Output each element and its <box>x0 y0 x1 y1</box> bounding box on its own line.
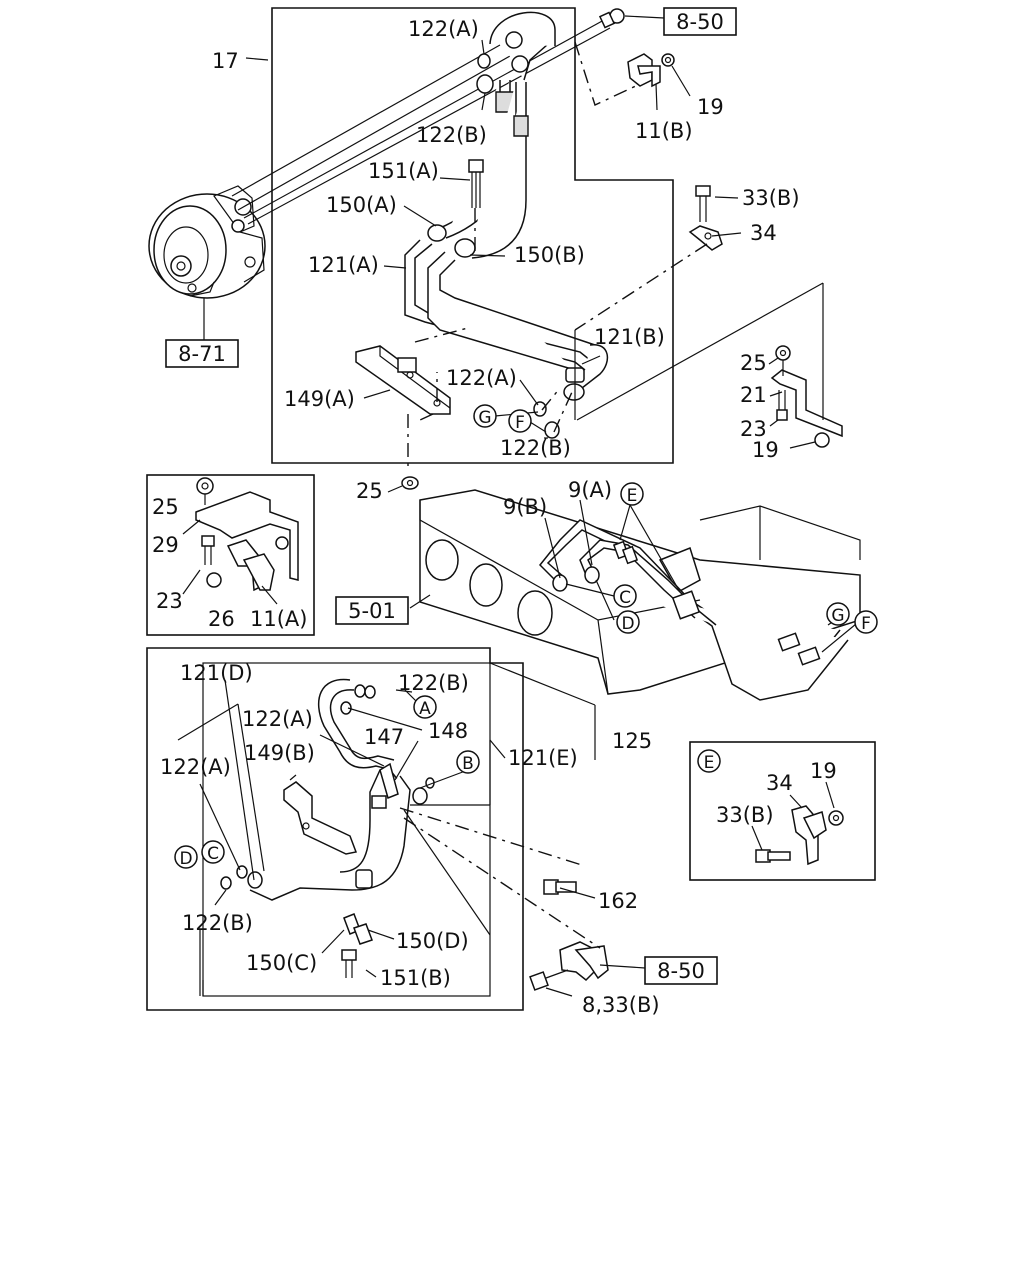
label-121e: 121(E) <box>508 746 578 770</box>
label-121b: 121(B) <box>594 325 665 349</box>
inset-e-drawing <box>755 805 844 866</box>
nut-25-center <box>401 476 419 490</box>
label-122b-top: 122(B) <box>416 123 487 147</box>
svg-text:E: E <box>627 486 638 506</box>
circle-letter-d-lower: D <box>174 845 198 869</box>
svg-text:F: F <box>861 614 871 634</box>
label-8-33b: 8,33(B) <box>582 993 660 1017</box>
svg-text:E: E <box>704 753 715 773</box>
label-151b: 151(B) <box>380 966 451 990</box>
pipes-9-drawing <box>538 519 849 701</box>
label-19-inset-e: 19 <box>810 759 837 783</box>
svg-text:C: C <box>619 588 631 608</box>
label-122a-top: 122(A) <box>408 17 479 41</box>
upper-pipe-assembly <box>355 11 609 439</box>
lower-inner-frame <box>202 662 491 997</box>
label-34-top: 34 <box>750 221 777 245</box>
label-122b-mid: 122(B) <box>500 436 571 460</box>
svg-text:C: C <box>207 844 219 864</box>
circle-letter-f-upper: F <box>508 409 532 433</box>
clamp-lower-drawing <box>529 941 609 991</box>
circle-letter-e-inset: E <box>697 749 721 773</box>
ref-box-8-50-top[interactable]: 8-50 <box>663 7 737 36</box>
lower-piping-frame <box>146 647 524 1011</box>
label-11b: 11(B) <box>635 119 693 143</box>
label-25-inset: 25 <box>152 495 179 519</box>
label-19-top: 19 <box>697 95 724 119</box>
label-122a-mid: 122(A) <box>446 366 517 390</box>
svg-text:G: G <box>831 606 844 626</box>
bracket-21-drawing <box>770 345 843 448</box>
label-148: 148 <box>428 719 468 743</box>
label-29: 29 <box>152 533 179 557</box>
bracket-34-upper-drawing <box>688 185 723 251</box>
label-26: 26 <box>208 607 235 631</box>
inset-e-frame <box>689 741 876 881</box>
label-34-inset-e: 34 <box>766 771 793 795</box>
ref-box-8-71[interactable]: 8-71 <box>165 339 239 368</box>
svg-text:B: B <box>462 754 474 774</box>
clamp-11b-drawing <box>627 53 691 111</box>
svg-text:F: F <box>515 413 525 433</box>
circle-letter-g-right: G <box>826 602 850 626</box>
svg-text:D: D <box>179 849 192 869</box>
label-25-center: 25 <box>356 479 383 503</box>
part-labels: 17 122(A) 122(B) 19 11(B) 151(A) 150(A) … <box>152 17 837 1017</box>
svg-text:D: D <box>621 614 634 634</box>
label-19-right: 19 <box>752 438 779 462</box>
label-122a-low2: 122(A) <box>160 755 231 779</box>
ref-label-8-50-top: 8-50 <box>676 10 724 34</box>
label-149b: 149(B) <box>244 741 315 765</box>
label-121a: 121(A) <box>308 253 379 277</box>
circle-letter-c-upper: C <box>613 584 637 608</box>
label-122b-low2: 122(B) <box>182 911 253 935</box>
label-125: 125 <box>612 729 652 753</box>
label-162: 162 <box>598 889 638 913</box>
label-33b-inset-e: 33(B) <box>716 803 774 827</box>
bolt-top-drawing <box>598 8 625 29</box>
label-17: 17 <box>212 49 239 73</box>
lower-piping-drawing <box>220 678 435 978</box>
label-122b-low: 122(B) <box>398 671 469 695</box>
svg-text:G: G <box>478 408 491 428</box>
svg-text:A: A <box>419 699 431 719</box>
compressor-drawing <box>148 185 266 299</box>
label-150b: 150(B) <box>514 243 585 267</box>
circle-letter-g-upper: G <box>473 404 497 428</box>
circle-letter-a: A <box>413 695 437 719</box>
ref-label-5-01: 5-01 <box>348 599 396 623</box>
ref-label-8-71: 8-71 <box>178 342 226 366</box>
label-21: 21 <box>740 383 767 407</box>
main-top-frame <box>271 7 674 464</box>
label-151a: 151(A) <box>368 159 439 183</box>
label-33b-top: 33(B) <box>742 186 800 210</box>
label-23-right: 23 <box>740 417 767 441</box>
label-122a-low1: 122(A) <box>242 707 313 731</box>
label-11a: 11(A) <box>250 607 307 631</box>
frame-group <box>146 7 876 1011</box>
circle-letter-d-upper: D <box>616 610 640 634</box>
label-149a: 149(A) <box>284 387 355 411</box>
label-9b: 9(B) <box>503 495 547 519</box>
label-150c: 150(C) <box>246 951 317 975</box>
inset-bracket-drawing <box>195 477 299 592</box>
label-25-right: 25 <box>740 351 767 375</box>
label-121d: 121(D) <box>180 661 253 685</box>
label-150a: 150(A) <box>326 193 397 217</box>
circle-letter-b: B <box>456 750 480 774</box>
label-9a: 9(A) <box>568 478 612 502</box>
label-23-inset: 23 <box>156 589 183 613</box>
label-147: 147 <box>364 725 404 749</box>
ref-box-5-01[interactable]: 5-01 <box>335 596 409 625</box>
label-150d: 150(D) <box>396 929 469 953</box>
circle-letter-f-right: F <box>854 610 878 634</box>
circle-letter-e-upper: E <box>620 482 644 506</box>
inset-bracket-frame <box>146 474 315 636</box>
circle-letter-c-lower: C <box>201 840 225 864</box>
ref-label-8-50-bottom: 8-50 <box>657 959 705 983</box>
ref-box-8-50-bottom[interactable]: 8-50 <box>644 956 718 985</box>
bolt-162-drawing <box>543 879 577 895</box>
